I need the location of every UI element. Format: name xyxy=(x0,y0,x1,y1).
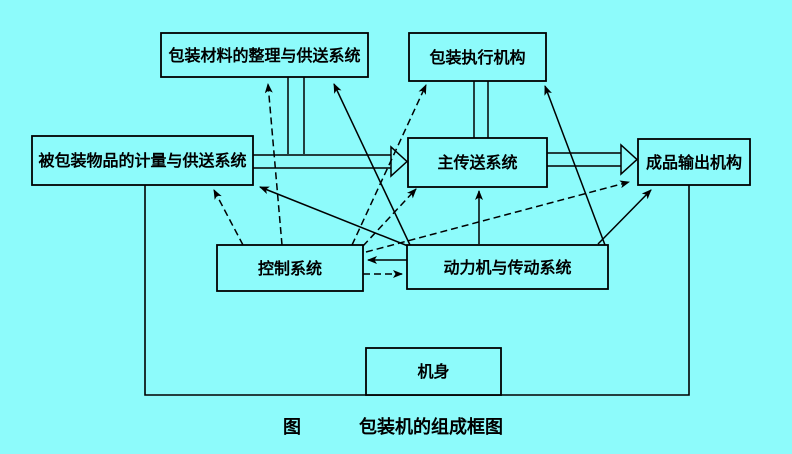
power-arrow-to-executor xyxy=(544,85,606,246)
power-arrow-to-output xyxy=(597,189,652,245)
box-output-mechanism xyxy=(637,138,751,186)
power-arrow-to-material-supply xyxy=(333,83,411,246)
label-power-transmission: 动力机与传动系统 xyxy=(443,258,571,277)
control-arrow-to-conveyor xyxy=(362,188,417,247)
box-product-metering xyxy=(31,135,254,186)
box-control-system xyxy=(216,244,364,292)
box-machine-body xyxy=(365,347,502,396)
material-flow-conveyor-to-output xyxy=(547,143,639,176)
label-packaging-executor: 包装执行机构 xyxy=(429,48,525,67)
label-machine-body: 机身 xyxy=(417,362,449,381)
box-power-transmission xyxy=(406,244,609,290)
link-executor-conveyor xyxy=(473,81,489,138)
material-flow-supply-channel xyxy=(287,77,305,154)
caption-title: 包装机的组成框图 xyxy=(359,416,503,437)
label-control-system: 控制系统 xyxy=(258,259,322,278)
box-material-supply xyxy=(160,32,369,78)
control-arrow-to-material-supply xyxy=(264,83,283,246)
label-output-mechanism: 成品输出机构 xyxy=(646,153,742,172)
box-packaging-executor xyxy=(408,32,547,82)
control-arrow-to-output xyxy=(365,180,630,253)
control-arrow-to-executor xyxy=(351,84,427,246)
power-arrow-to-metering xyxy=(259,186,409,247)
label-product-metering: 被包装物品的计量与供送系统 xyxy=(38,151,246,170)
box-main-conveyor xyxy=(407,137,548,188)
control-arrow-to-metering xyxy=(213,189,244,246)
caption-figure-label: 图 xyxy=(283,417,301,437)
label-material-supply: 包装材料的整理与供送系统 xyxy=(168,46,360,65)
label-main-conveyor: 主传送系统 xyxy=(437,153,517,172)
material-flow-metering-to-conveyor xyxy=(253,145,409,178)
